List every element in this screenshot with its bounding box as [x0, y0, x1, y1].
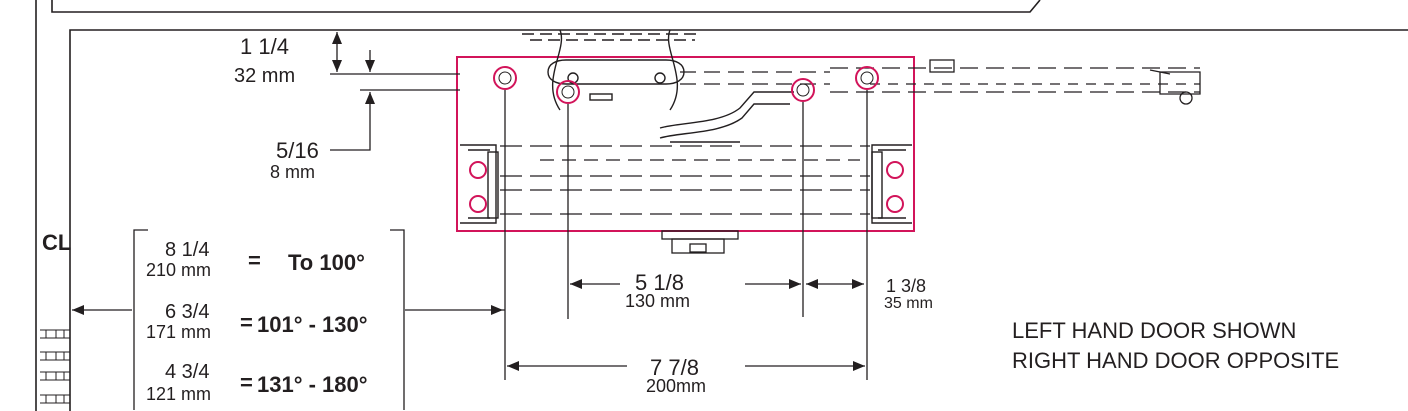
top-offset-metric: 32 mm — [234, 65, 295, 87]
row1-metric: 210 mm — [146, 260, 211, 280]
opening-table: 8 1/4 210 mm = To 100° 6 3/4 171 mm = 10… — [146, 239, 368, 404]
centerline-symbol: CL — [42, 230, 71, 255]
closer-body-outline — [456, 56, 915, 232]
closer-arm — [680, 59, 1201, 105]
dimension-lines — [72, 32, 868, 380]
row2-eq: = — [240, 310, 253, 335]
row3-imperial: 4 3/4 — [165, 361, 209, 383]
row2-range: 101° - 130° — [257, 312, 368, 337]
adjustment-valve — [661, 230, 739, 254]
hinge-marks — [40, 329, 70, 404]
hole-offset-metric: 8 mm — [270, 162, 315, 182]
row1-eq: = — [248, 248, 261, 273]
row1-range: To 100° — [288, 250, 365, 275]
main-arm — [659, 91, 794, 143]
row1-imperial: 8 1/4 — [165, 239, 209, 261]
door-frame — [35, 0, 1408, 411]
end-caps — [460, 144, 912, 224]
right-span-metric: 35 mm — [884, 295, 933, 312]
total-span-imperial: 7 7/8 — [650, 355, 699, 380]
opening-table-frame — [133, 229, 405, 410]
note-left-hand: LEFT HAND DOOR SHOWN — [1012, 318, 1296, 343]
mounting-holes — [469, 66, 904, 213]
hole-offset-imperial: 5/16 — [276, 138, 319, 163]
center-span-imperial: 5 1/8 — [635, 270, 684, 295]
right-span-imperial: 1 3/8 — [886, 276, 926, 296]
row2-imperial: 6 3/4 — [165, 301, 209, 323]
row2-metric: 171 mm — [146, 322, 211, 342]
bracket-top — [522, 29, 702, 111]
row3-range: 131° - 180° — [257, 372, 368, 397]
dimension-arrows — [72, 32, 865, 371]
note-right-hand: RIGHT HAND DOOR OPPOSITE — [1012, 348, 1339, 373]
total-span-metric: 200mm — [646, 376, 706, 396]
row3-eq: = — [240, 370, 253, 395]
row3-metric: 121 mm — [146, 384, 211, 404]
center-span-metric: 130 mm — [625, 291, 690, 311]
top-offset-imperial: 1 1/4 — [240, 34, 289, 59]
body-dashed-lines — [500, 145, 870, 215]
